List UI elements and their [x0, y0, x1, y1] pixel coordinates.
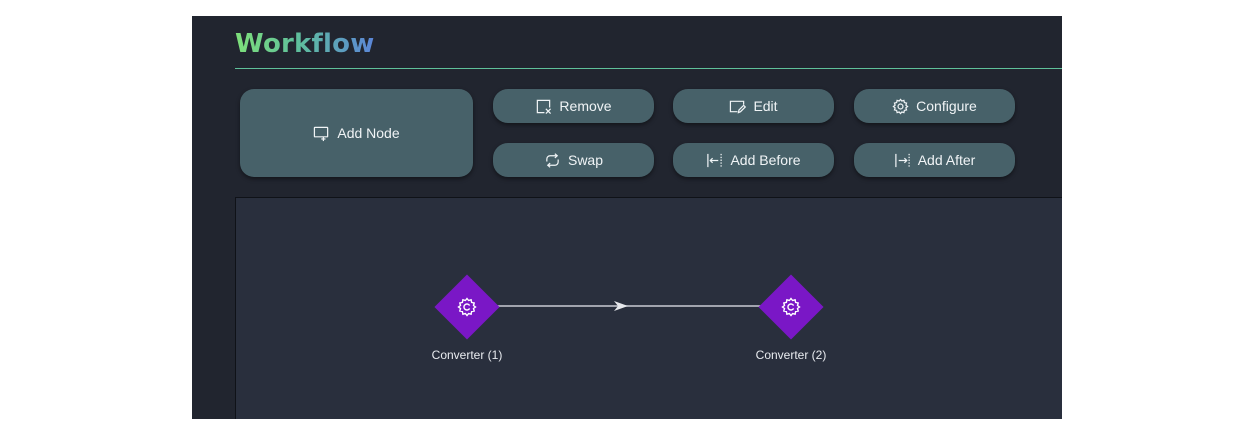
edit-label: Edit [753, 98, 778, 114]
gear-icon [457, 297, 477, 317]
edges-layer [490, 301, 766, 311]
add-before-button[interactable]: Add Before [673, 143, 834, 177]
page-title: Workflow [235, 29, 375, 59]
remove-button[interactable]: Remove [493, 89, 654, 123]
add-node-icon [314, 126, 329, 141]
swap-icon [546, 152, 559, 168]
remove-label: Remove [559, 98, 612, 114]
swap-label: Swap [567, 152, 604, 168]
configure-button[interactable]: Configure [854, 89, 1015, 123]
insert-before-icon [707, 153, 723, 167]
edge-arrow-icon [614, 301, 628, 311]
edit-button[interactable]: Edit [673, 89, 834, 123]
remove-icon [537, 99, 552, 114]
title-divider [235, 68, 1062, 69]
swap-button[interactable]: Swap [493, 143, 654, 177]
add-node-button[interactable]: Add Node [240, 89, 473, 177]
configure-label: Configure [916, 98, 977, 114]
node-label: Converter (2) [755, 348, 827, 362]
gear-icon [781, 297, 801, 317]
workflow-app: Workflow Add Node Remove Edit Configure [192, 16, 1062, 419]
insert-after-icon [894, 153, 910, 167]
workflow-canvas[interactable]: Converter (1) Converter (2) [235, 197, 1062, 419]
edit-icon [730, 100, 747, 114]
node-converter-2[interactable] [758, 274, 824, 340]
add-node-label: Add Node [337, 125, 400, 141]
add-before-label: Add Before [730, 152, 801, 168]
node-converter-1[interactable] [434, 274, 500, 340]
add-after-label: Add After [917, 152, 976, 168]
node-label: Converter (1) [431, 348, 503, 362]
add-after-button[interactable]: Add After [854, 143, 1015, 177]
gear-icon [892, 97, 909, 115]
